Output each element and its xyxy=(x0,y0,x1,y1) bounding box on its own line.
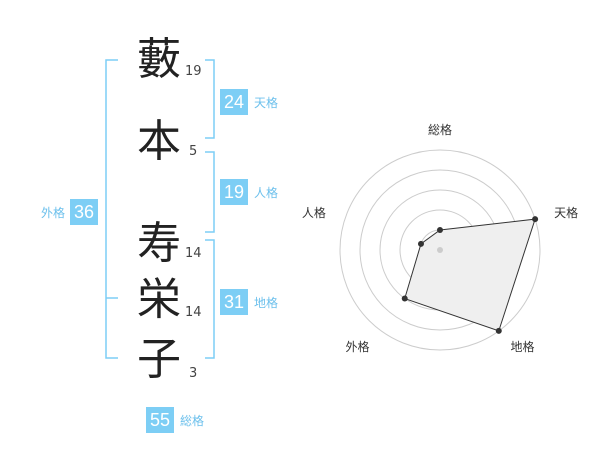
chikaku-value: 31 xyxy=(220,289,248,315)
jinkaku-value: 19 xyxy=(220,179,248,205)
radar-point-3 xyxy=(495,327,502,334)
radar-axis-label-1: 総格 xyxy=(428,122,452,137)
soukaku-badge: 55 総格 xyxy=(146,407,204,433)
tenkaku-bracket xyxy=(205,59,215,139)
stroke-count-5: 3 xyxy=(189,366,198,381)
stroke-count-2: 5 xyxy=(189,144,198,159)
gaikaku-badge: 外格 36 xyxy=(41,199,99,225)
chikaku-bracket xyxy=(205,239,215,359)
radar-axis-label-4: 外格 xyxy=(345,339,369,354)
name-char-1: 藪 xyxy=(137,34,181,85)
jinkaku-badge: 19 人格 xyxy=(220,179,278,205)
radar-ring-5 xyxy=(339,149,541,351)
radar-point-4 xyxy=(401,295,408,302)
radar-point-5 xyxy=(417,240,424,247)
radar-axis-label-2: 天格 xyxy=(554,205,578,220)
tenkaku-label: 天格 xyxy=(254,95,279,110)
name-char-3: 寿 xyxy=(137,218,181,269)
name-char-4: 栄 xyxy=(137,274,181,325)
gaikaku-label: 外格 xyxy=(41,205,66,220)
chikaku-badge: 31 地格 xyxy=(220,289,278,315)
radar-polygon xyxy=(404,218,536,332)
radar-axis-label-3: 地格 xyxy=(511,339,535,354)
tenkaku-value: 24 xyxy=(220,89,248,115)
stroke-count-1: 19 xyxy=(185,64,202,79)
tenkaku-badge: 24 天格 xyxy=(220,89,278,115)
radar-axis-label-5: 人格 xyxy=(302,205,326,220)
radar-point-1 xyxy=(437,227,443,233)
stroke-count-3: 14 xyxy=(185,246,202,261)
radar-point-2 xyxy=(532,216,539,223)
jinkaku-label: 人格 xyxy=(254,185,279,200)
name-char-5: 子 xyxy=(137,334,181,385)
soukaku-label: 総格 xyxy=(180,413,205,428)
chikaku-label: 地格 xyxy=(254,295,279,310)
gaikaku-value: 36 xyxy=(70,199,99,225)
gaikaku-bracket xyxy=(105,59,118,359)
radar-center xyxy=(437,247,443,253)
jinkaku-bracket xyxy=(205,151,215,233)
soukaku-value: 55 xyxy=(146,407,174,433)
stroke-count-4: 14 xyxy=(185,305,202,320)
name-char-2: 本 xyxy=(137,116,181,167)
